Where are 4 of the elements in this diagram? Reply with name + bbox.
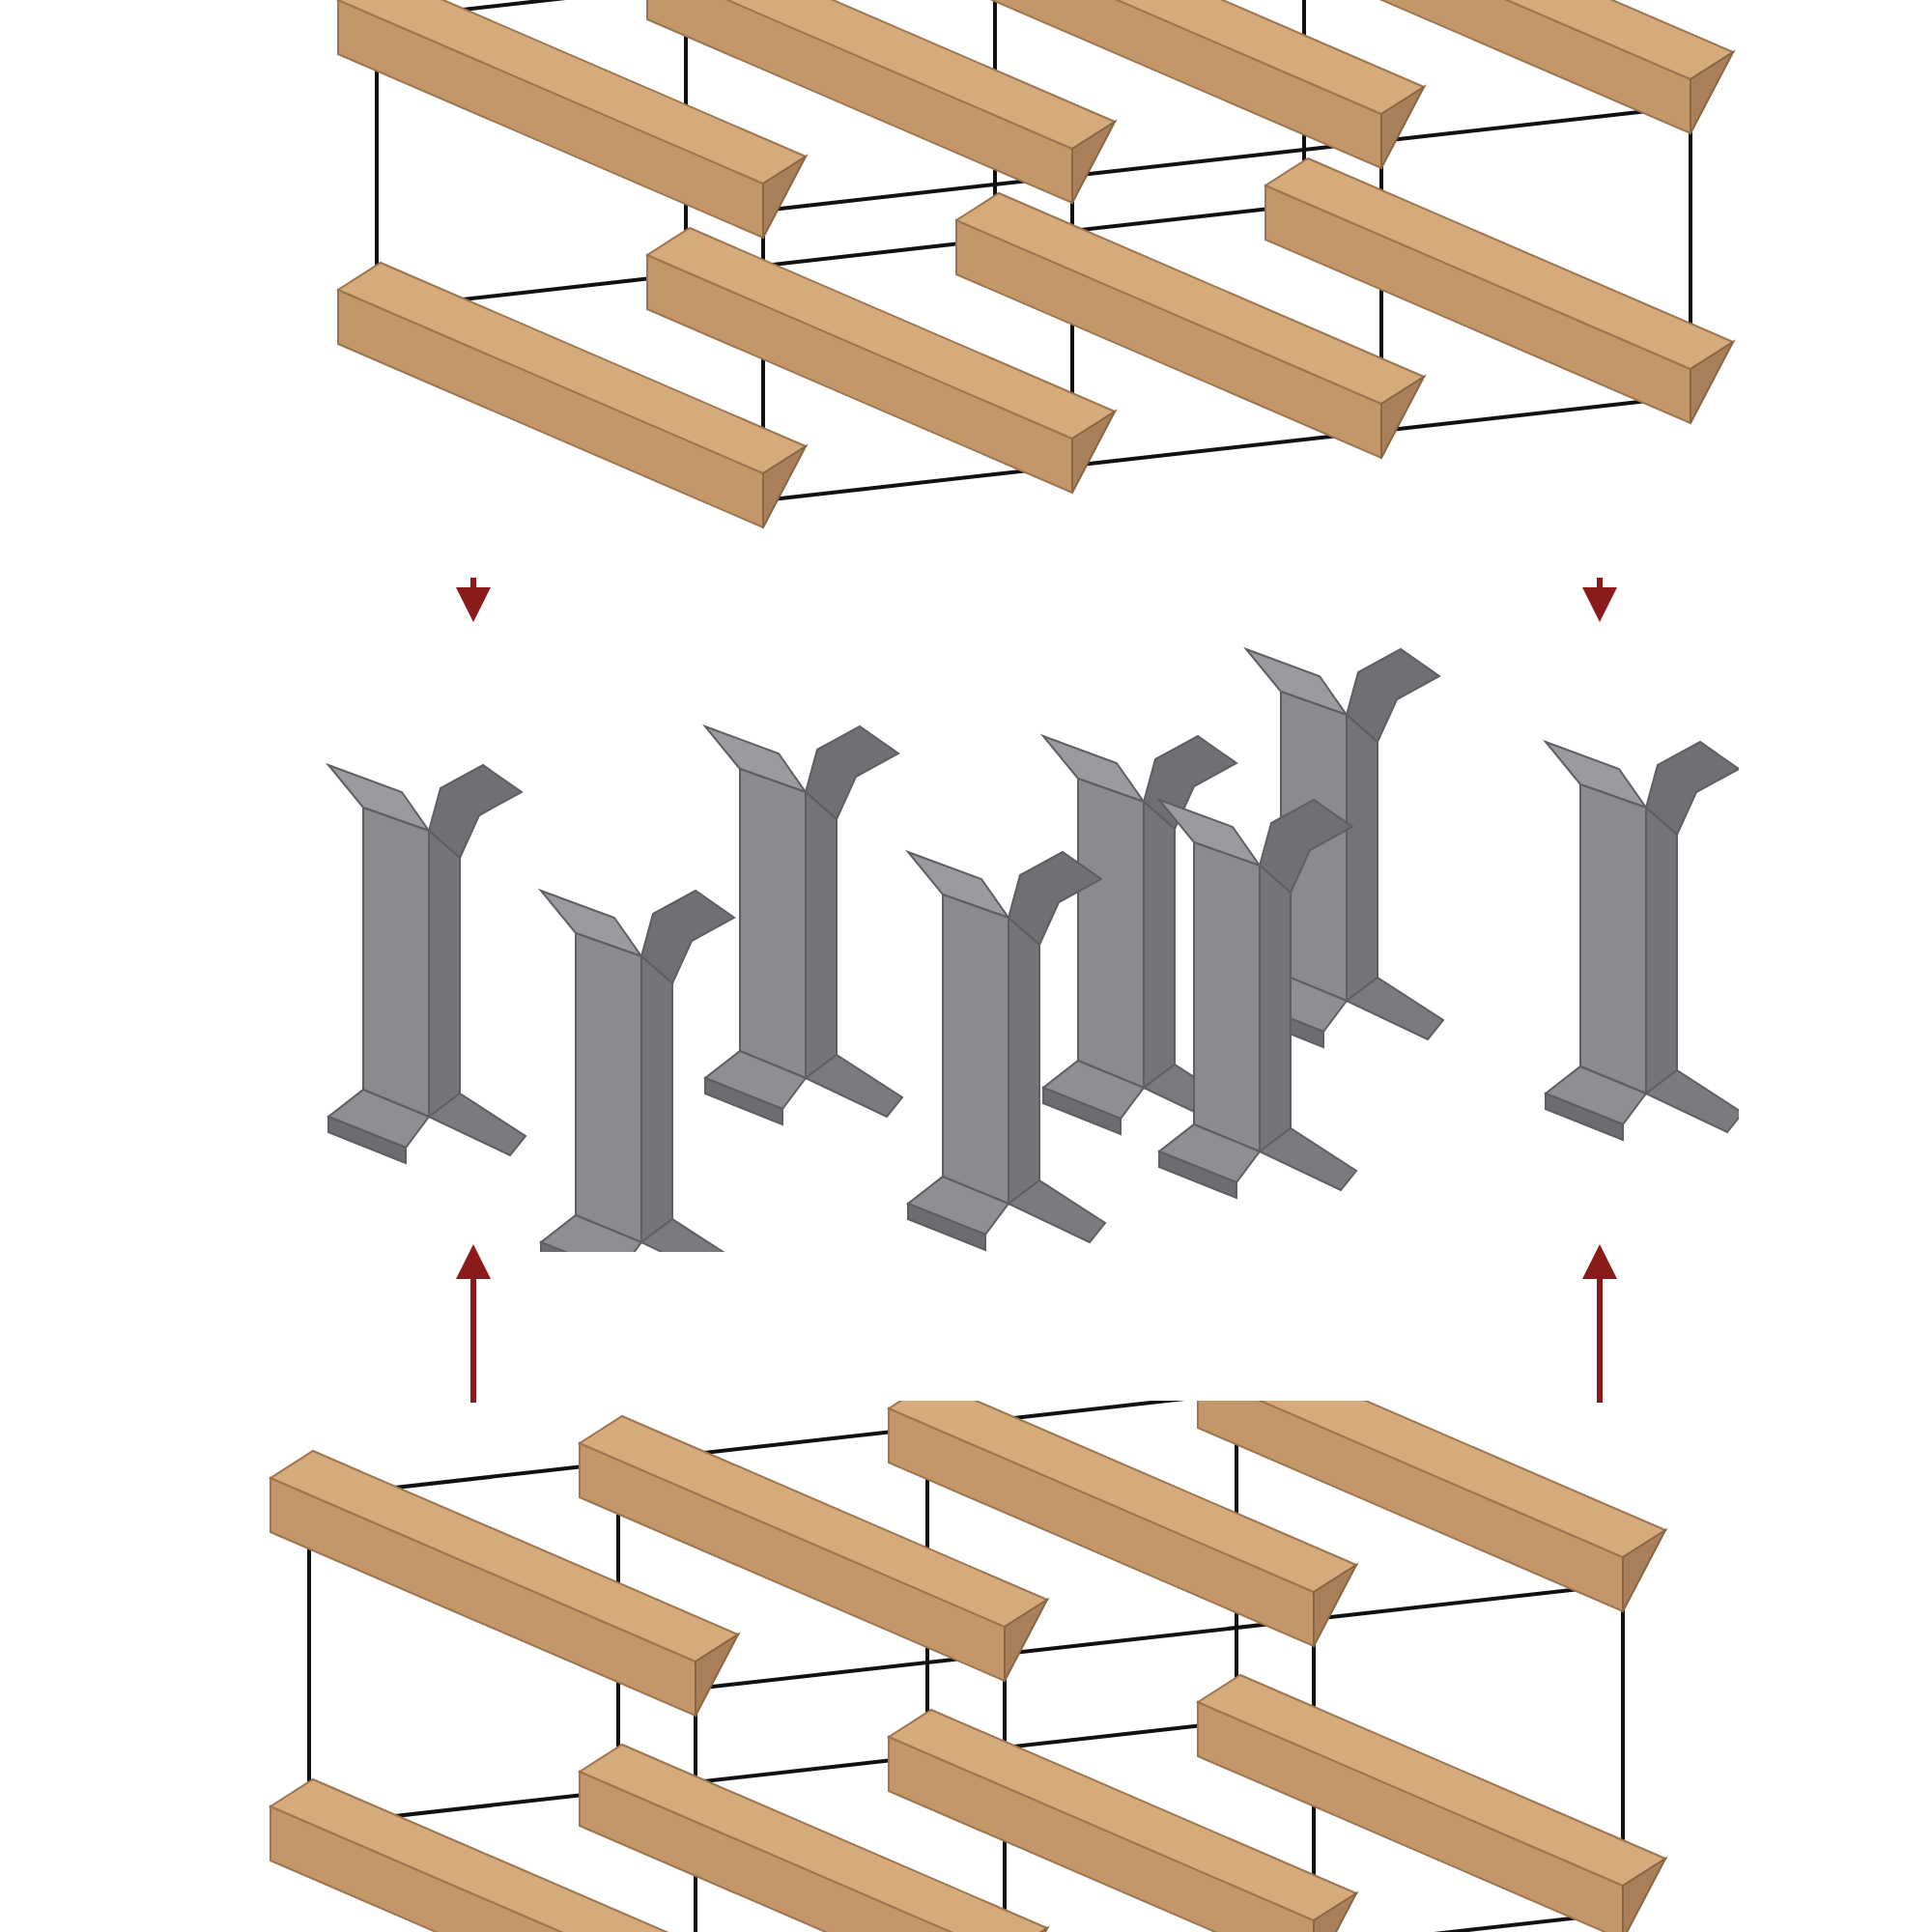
arrow	[456, 1244, 491, 1403]
arrow	[456, 578, 491, 622]
arrow	[1582, 578, 1617, 622]
arrow	[1582, 1244, 1617, 1403]
